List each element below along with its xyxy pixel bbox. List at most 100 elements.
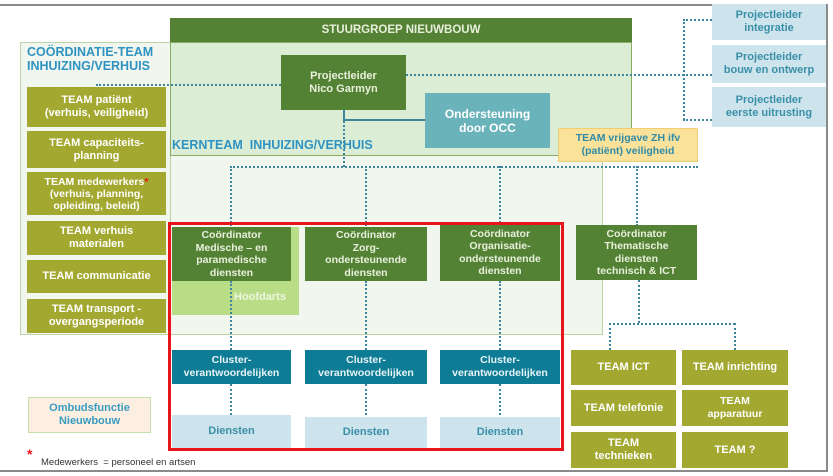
connector-tech-left xyxy=(609,323,611,350)
cluster-2-line1: Cluster- xyxy=(346,354,386,366)
team-transport-line1: TEAM transport - xyxy=(51,303,142,315)
coord-zorg-line3: ondersteunende xyxy=(325,254,407,266)
team-communicatie-box: TEAM communicatie xyxy=(27,260,166,293)
ombuds-line1: Ombudsfunctie xyxy=(49,402,130,414)
team-telefonie-box: TEAM telefonie xyxy=(571,390,676,426)
occ-connector-horizontal xyxy=(343,119,425,121)
vrijgave-team-box: TEAM vrijgave ZH ifv (patiënt) veilighei… xyxy=(558,128,698,162)
connector-diensten-2 xyxy=(365,384,367,415)
cluster-box-3: Cluster-verantwoordelijken xyxy=(440,350,560,384)
connector-tech-horizontal xyxy=(609,323,735,325)
coord-thematisch-line1: Coördinator xyxy=(606,227,667,240)
cluster-3-line2: verantwoordelijken xyxy=(452,367,548,379)
pl-uitrusting-line1: Projectleider xyxy=(735,94,803,106)
connector-cluster-3 xyxy=(499,281,501,350)
team-transport-line2: overgangsperiode xyxy=(48,316,145,328)
pl-bouw-line2: bouw en ontwerp xyxy=(723,64,815,76)
stuurgroep-header: STUURGROEP NIEUWBOUW xyxy=(170,18,632,42)
coord-zorg-line2: Zorg- xyxy=(352,241,380,254)
diensten-box-3: Diensten xyxy=(440,417,560,448)
occ-connector-vertical xyxy=(343,110,345,121)
coord-organisatie-line4: diensten xyxy=(478,265,522,277)
kernteam-title: KERNTEAM INHUIZING/VERHUIS xyxy=(172,138,373,152)
cluster-box-1: Cluster-verantwoordelijken xyxy=(172,350,291,384)
footnote-asterisk: * xyxy=(27,446,33,462)
cluster-1-line1: Cluster- xyxy=(211,354,252,366)
diensten-box-2: Diensten xyxy=(305,417,427,448)
connector-kern-down xyxy=(343,121,345,167)
coord-thematisch-line3: diensten xyxy=(614,252,659,265)
diensten-box-1: Diensten xyxy=(172,415,291,448)
connector-tech-down xyxy=(638,280,640,323)
connector-coordinators-horizontal xyxy=(230,166,698,168)
team-inrichting-box: TEAM inrichting xyxy=(682,350,788,385)
pl-uitrusting-line2: eerste uitrusting xyxy=(725,107,813,119)
connector-coord-4 xyxy=(636,166,638,226)
vrijgave-line1: TEAM vrijgave ZH ifv xyxy=(575,132,681,144)
connector-diensten-3 xyxy=(499,384,501,415)
coord-zorg-line4: diensten xyxy=(344,266,388,279)
team-verhuis-line1: TEAM verhuis xyxy=(59,225,134,237)
team-inrichting-label: TEAM inrichting xyxy=(692,361,778,373)
frame-right-border xyxy=(826,4,828,472)
pl-bouw-line1: Projectleider xyxy=(735,51,803,63)
team-patient-line1: TEAM patiënt xyxy=(61,94,132,106)
connector-coordination-team xyxy=(96,84,281,86)
connector-pl-uitrusting xyxy=(683,119,712,121)
team-technieken-line1: TEAM xyxy=(607,437,640,449)
coord-organisatie-line3: ondersteunende xyxy=(459,252,541,265)
coord-thematisch-line2: Thematische xyxy=(604,240,669,252)
coordination-team-title: COÖRDINATIE-TEAM INHUIZING/VERHUIS xyxy=(27,45,172,73)
connector-coord-2 xyxy=(365,166,367,226)
cluster-3-line1: Cluster- xyxy=(480,354,520,366)
team-patient-box: TEAM patiënt(verhuis, veiligheid) xyxy=(27,87,166,127)
team-ict-box: TEAM ICT xyxy=(571,350,676,385)
diensten-1-label: Diensten xyxy=(208,425,255,437)
team-apparatuur-line2: apparatuur xyxy=(707,408,763,420)
occ-support-box: Ondersteuning door OCC xyxy=(425,93,550,148)
diensten-2-label: Diensten xyxy=(342,426,390,438)
team-ict-label: TEAM ICT xyxy=(597,361,650,373)
coord-thematisch-line4: technisch & ICT xyxy=(596,265,677,277)
team-transport-box: TEAM transport -overgangsperiode xyxy=(27,299,166,333)
pl-integratie-line2: integratie xyxy=(744,22,794,34)
cluster-2-line2: verantwoordelijken xyxy=(318,367,414,379)
connector-pl-vertical xyxy=(683,19,685,120)
team-capaciteit-line1: TEAM capaciteits- xyxy=(49,136,144,149)
coord-zorg-line1: Coördinator xyxy=(335,229,397,241)
team-apparatuur-line1: TEAM xyxy=(720,395,750,407)
connector-diensten-1 xyxy=(230,384,232,415)
coord-organisatie-line1: Coördinator xyxy=(469,227,531,240)
frame-bottom-border xyxy=(0,470,828,472)
connector-pl-main xyxy=(406,74,712,76)
team-capaciteit-box: TEAM capaciteits-planning xyxy=(27,131,166,168)
projectleider-label: Projectleider xyxy=(310,69,377,82)
connector-coord-1 xyxy=(230,166,232,226)
team-technieken-line2: technieken xyxy=(594,450,653,462)
cluster-box-2: Cluster-verantwoordelijken xyxy=(305,350,427,384)
team-medewerkers-line3: opleiding, beleid) xyxy=(53,199,140,212)
projectleider-name: Nico Garmyn xyxy=(309,82,378,95)
coord-medisch-line4: diensten xyxy=(209,266,254,279)
team-unknown-box: TEAM ? xyxy=(682,432,788,468)
coord-medisch-line2: Medische – en xyxy=(195,241,268,254)
coord-medisch-line3: paramedische xyxy=(196,254,267,266)
stuurgroep-title: STUURGROEP NIEUWBOUW xyxy=(321,23,481,36)
highlight-frame xyxy=(168,222,564,451)
team-verhuis-line2: materialen xyxy=(68,238,124,250)
cluster-1-line2: verantwoordelijken xyxy=(183,367,280,379)
asterisk-marker: * xyxy=(144,175,149,188)
pl-integratie-line1: Projectleider xyxy=(735,9,803,21)
team-unknown-label: TEAM ? xyxy=(714,443,756,456)
occ-support-line2: door OCC xyxy=(459,120,516,135)
